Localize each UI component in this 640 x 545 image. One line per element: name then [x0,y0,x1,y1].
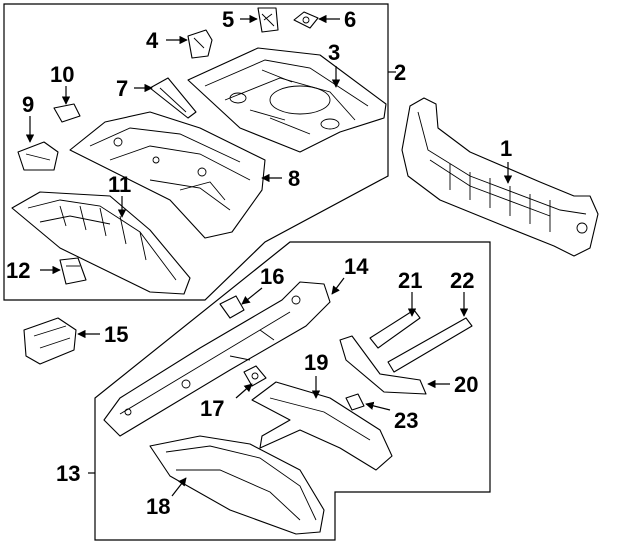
leader-16 [241,287,263,305]
rear-panel-1 [401,97,599,257]
bracket-10 [53,103,81,123]
leader-18 [171,477,187,497]
callout-6: 6 [344,7,356,32]
callout-9: 9 [22,92,34,117]
callout-4: 4 [146,28,159,53]
bracket-23 [345,393,365,411]
callout-3: 3 [328,40,340,65]
callout-22: 22 [450,268,474,293]
bracket-17 [243,365,267,387]
callout-1: 1 [500,136,512,161]
plate-6 [293,11,319,29]
callout-23: 23 [394,408,418,433]
bracket-5 [257,7,279,33]
group-2-frame [3,3,389,301]
callout-7: 7 [116,76,128,101]
rail-21 [369,309,421,349]
bracket-4 [187,29,213,59]
callout-16: 16 [260,264,284,289]
bracket-9 [17,141,59,171]
group-13-frame [94,241,491,541]
callout-19: 19 [304,350,328,375]
callout-11: 11 [108,172,131,197]
side-member-14 [103,281,331,437]
bracket-12 [59,257,87,285]
callout-8: 8 [288,166,300,191]
bracket-15 [23,317,77,365]
callout-5: 5 [222,7,234,32]
callout-13: 13 [56,461,80,486]
callout-10: 10 [50,62,74,87]
callout-18: 18 [146,494,170,519]
leader-23 [365,401,391,411]
cross-member-11 [11,191,191,295]
leader-14 [331,277,345,295]
callout-20: 20 [454,372,478,397]
rail-22 [387,317,473,373]
bracket-20 [339,335,427,395]
callout-2: 2 [394,60,406,85]
callout-21: 21 [398,268,422,293]
cross-member-19 [251,381,393,471]
floor-panel-8 [69,111,266,239]
bracket-16 [219,295,245,319]
callout-14: 14 [344,254,369,279]
callout-15: 15 [104,322,128,347]
floor-extension-18 [149,435,325,535]
leader-17 [235,383,253,399]
bracket-7 [149,77,197,119]
callout-12: 12 [6,258,30,283]
callout-17: 17 [200,396,224,421]
